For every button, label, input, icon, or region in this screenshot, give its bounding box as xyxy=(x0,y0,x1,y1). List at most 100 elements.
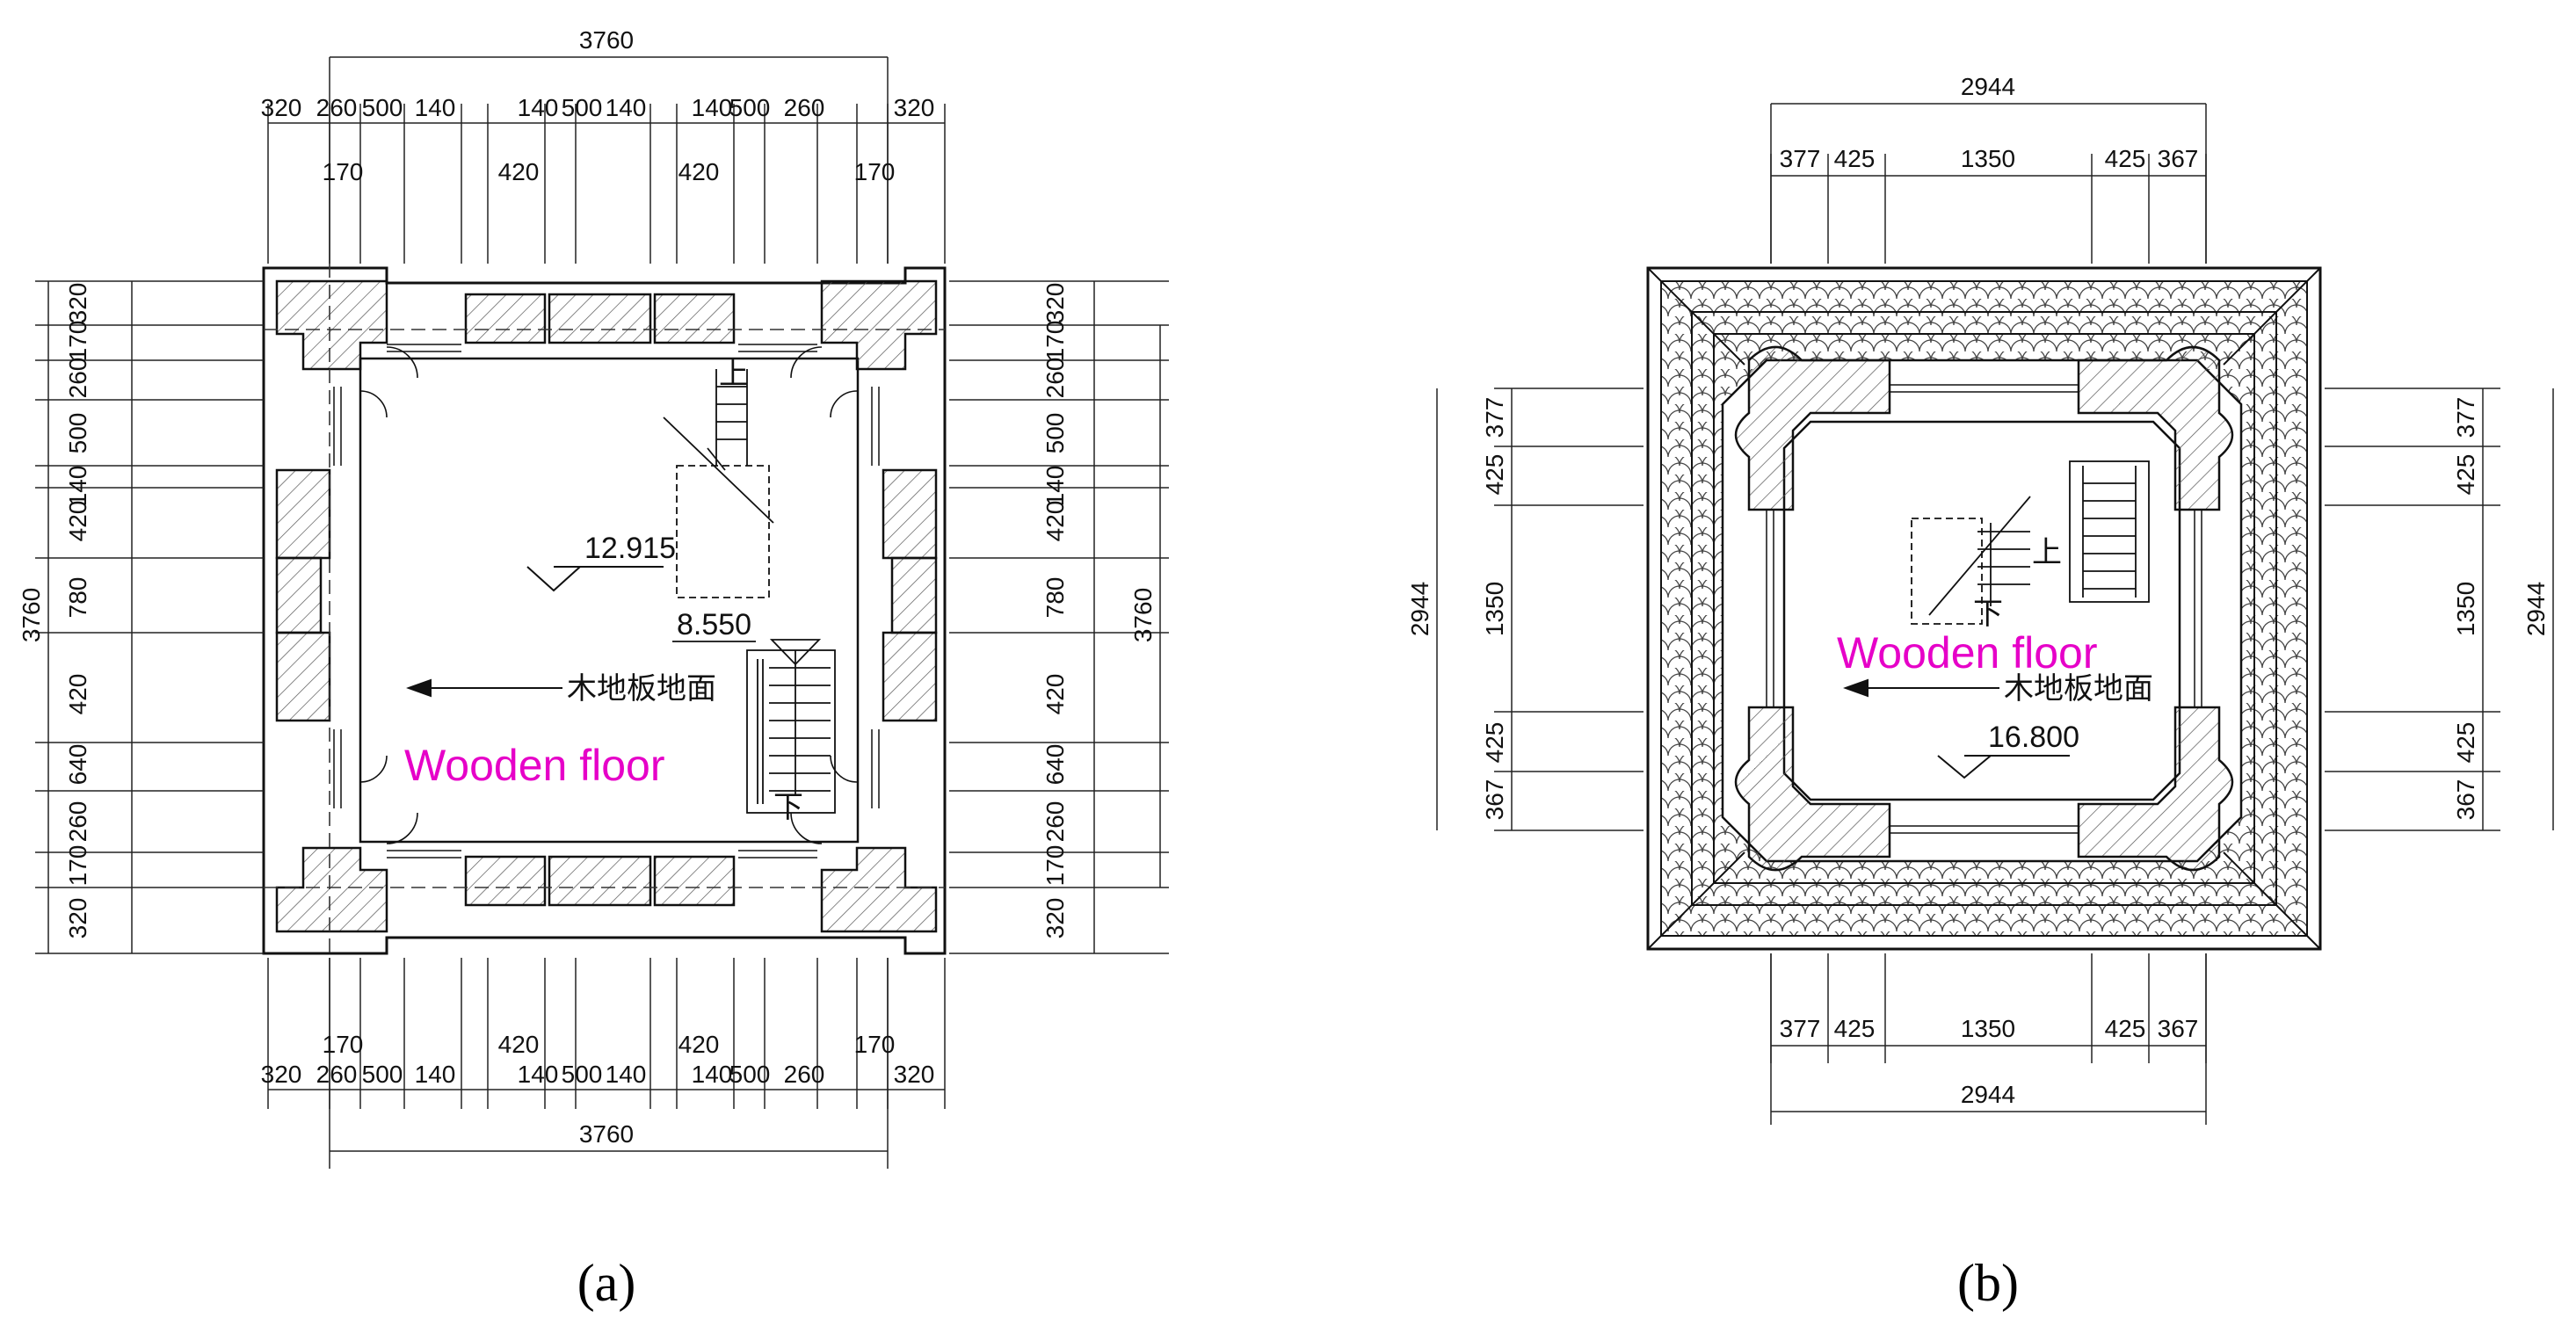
panel-a-bottom-dim-5: 500 xyxy=(562,1061,603,1088)
panel-a-left-dim-4: 140 xyxy=(64,466,91,507)
panel-a-left-dim-8: 640 xyxy=(64,744,91,786)
panel-a-left-dim-3: 500 xyxy=(64,413,91,454)
panel-b-left-dim-4: 367 xyxy=(1481,779,1508,821)
panel-a-top-sub: 170 420 420 170 xyxy=(323,158,896,185)
panel-a-top-sub-dim-2: 420 xyxy=(678,158,720,185)
panel-b-top-dim-3: 425 xyxy=(2105,145,2146,172)
panel-a-bottom-sub-dim-0: 170 xyxy=(323,1031,364,1058)
panel-a-top-sub-dim-3: 170 xyxy=(854,158,896,185)
panel-a-top-dim-3: 140 xyxy=(415,94,456,121)
panel-a-right-dim-8: 640 xyxy=(1041,744,1069,786)
panel-a-top-dim-0: 320 xyxy=(261,94,302,121)
panel-a-top-total: 3760 xyxy=(579,26,634,54)
panel-b-dimension-ticks xyxy=(1494,154,2500,1063)
panel-b-left-total: 2944 xyxy=(1406,582,1433,636)
panel-b-bottom-dim-4: 367 xyxy=(2158,1015,2199,1042)
panel-a-right-dim-9: 260 xyxy=(1041,801,1069,843)
panel-b-top-dim-0: 377 xyxy=(1780,145,1821,172)
panel-a-bottom-sub-dim-2: 420 xyxy=(678,1031,720,1058)
panel-b-top-dim-1: 425 xyxy=(1834,145,1876,172)
panel-a-caption: (a) xyxy=(577,1254,636,1312)
panel-a-bottom-dim-10: 320 xyxy=(894,1061,935,1088)
panel-a-top-dim-7: 140 xyxy=(692,94,733,121)
panel-b-stair-up-label: 上 xyxy=(2032,536,2062,569)
panel-a-top-dim-4: 140 xyxy=(518,94,559,121)
panel-b-bottom-dim-2: 1350 xyxy=(1961,1015,2015,1042)
panel-a-right-total: 3760 xyxy=(1129,588,1157,642)
panel-a-bottom-sub-dim-1: 420 xyxy=(498,1031,540,1058)
panel-a-right-dim-1: 170 xyxy=(1041,321,1069,362)
panel-a-bottom-dim-9: 260 xyxy=(784,1061,825,1088)
panel-a-plan: 上 下 12.915 8.550 xyxy=(262,264,947,958)
panel-b-bottom-dim-1: 425 xyxy=(1834,1015,1876,1042)
panel-a-bottom-dim-4: 140 xyxy=(518,1061,559,1088)
panel-a-bottom-sub-dim-3: 170 xyxy=(854,1031,896,1058)
panel-a-top-dim-9: 260 xyxy=(784,94,825,121)
panel-b-windows xyxy=(1766,384,2202,834)
panel-b-stairs xyxy=(1911,460,2150,625)
panel-a-floor-label: Wooden floor xyxy=(404,741,664,790)
panel-a-top-dim-6: 140 xyxy=(606,94,647,121)
panel-a-stair-down-label: 下 xyxy=(773,791,803,824)
panel-a-top-sub-dim-0: 170 xyxy=(323,158,364,185)
panel-a-elevation-2: 8.550 xyxy=(677,608,751,641)
panel-a-windows xyxy=(333,344,880,858)
panel-b-top-total: 2944 xyxy=(1961,73,2015,100)
panel-a-outer-outline xyxy=(262,266,947,955)
panel-b-top-dim-4: 367 xyxy=(2158,145,2199,172)
panel-b-floor-arrow xyxy=(1843,678,1999,698)
panel-a-bottom-dim-7: 140 xyxy=(692,1061,733,1088)
panel-a-left-dim-2: 260 xyxy=(64,358,91,399)
panel-b-roof-ring-inner-line xyxy=(1691,311,2277,906)
panel-b-caption: (b) xyxy=(1957,1254,2019,1312)
panel-b-right-dim-2: 1350 xyxy=(2452,582,2479,636)
panel-a-top-dim-5: 500 xyxy=(562,94,603,121)
panel-b-top-dim-2: 1350 xyxy=(1961,145,2015,172)
panel-b-bottom-dim-0: 377 xyxy=(1780,1015,1821,1042)
panel-b-floor-label: Wooden floor xyxy=(1837,628,2097,677)
panel-a-bottom-dim-2: 500 xyxy=(362,1061,403,1088)
panel-a-top-dim-2: 500 xyxy=(362,94,403,121)
panel-b-right-dim-3: 425 xyxy=(2452,722,2479,764)
panel-a-left-dim-10: 170 xyxy=(64,845,91,887)
panel-b-roof-ring-inner-line-2 xyxy=(1713,333,2255,884)
panel-b-outer-edge xyxy=(1646,266,2322,951)
panel-b-elevation: 16.800 xyxy=(1988,721,2079,754)
panel-b-left-dim-3: 425 xyxy=(1481,722,1508,764)
panel-a-elevation-1: 12.915 xyxy=(584,532,676,565)
panel-a-door-swings xyxy=(359,346,858,844)
panel-a-left-dim-7: 420 xyxy=(64,674,91,715)
panel-a-floor-note: 木地板地面 xyxy=(567,672,716,706)
panel-a-axis-lines xyxy=(264,264,945,958)
panel-b-stair-down-label: 下 xyxy=(1973,598,2003,631)
panel-a-room xyxy=(359,357,860,844)
panel-b-right-dim-4: 367 xyxy=(2452,779,2479,821)
panel-a-left-dim-1: 170 xyxy=(64,321,91,362)
panel-a-stair-up-label: 上 xyxy=(719,358,749,391)
panel-a-right-dim-0: 320 xyxy=(1041,283,1069,324)
panel-a-right-dim-4: 140 xyxy=(1041,466,1069,507)
panel-a-lower-stair xyxy=(746,639,836,814)
panel-a-wall-piers xyxy=(275,293,938,907)
panel-a-right-dim-2: 260 xyxy=(1041,358,1069,399)
panel-a-bottom-dim-6: 140 xyxy=(606,1061,647,1088)
panel-b-left-dim-0: 377 xyxy=(1481,397,1508,438)
panel-a-left-dim-5: 420 xyxy=(64,501,91,542)
panel-a-top-dim-1: 260 xyxy=(316,94,358,121)
panel-a-left-dim-6: 780 xyxy=(64,577,91,619)
panel-a-right-dim-7: 420 xyxy=(1041,674,1069,715)
panel-a-left-total: 3760 xyxy=(18,588,45,642)
panel-a-bottom-dim-0: 320 xyxy=(261,1061,302,1088)
panel-b-left-dim-1: 425 xyxy=(1481,454,1508,496)
panel-b-elevation-marker xyxy=(1937,755,2070,779)
panel-a-dimension-ticks xyxy=(35,104,1169,1109)
panel-b-floor-note: 木地板地面 xyxy=(2004,672,2153,706)
panel-a-right-dim-11: 320 xyxy=(1041,898,1069,939)
panel-b-top-row: 377 425 1350 425 367 xyxy=(1780,145,2199,172)
panel-a-top-sub-dim-1: 420 xyxy=(498,158,540,185)
panel-a-dimensions xyxy=(47,56,1161,1169)
